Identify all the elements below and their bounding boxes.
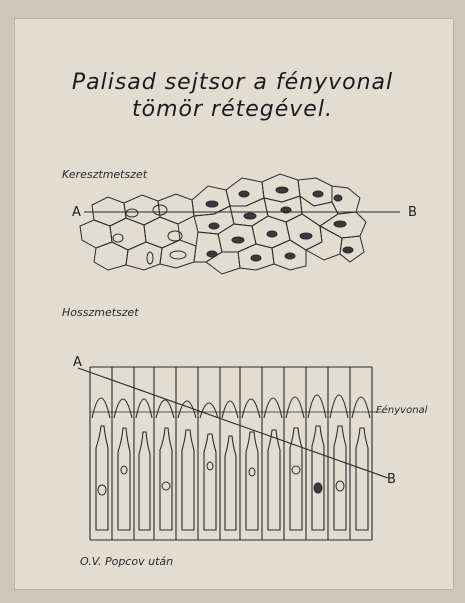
dark-nucleus	[267, 231, 277, 237]
nucleus	[292, 466, 300, 474]
dark-nucleus	[334, 221, 346, 227]
nucleus	[162, 482, 170, 490]
cell-arch	[242, 399, 260, 418]
nucleus	[121, 466, 127, 474]
nucleus	[147, 252, 153, 264]
cell	[306, 226, 342, 260]
cell-arch	[352, 397, 370, 418]
nucleus	[249, 468, 255, 476]
cell-arch	[136, 399, 152, 418]
cell-body	[96, 426, 108, 530]
cell-body	[225, 436, 236, 530]
cell-arch	[222, 401, 238, 418]
nucleus	[336, 481, 344, 491]
cell-arch	[264, 398, 282, 418]
cell	[194, 206, 234, 234]
cell	[94, 242, 128, 270]
cell-body	[160, 428, 172, 530]
cell-body	[204, 434, 216, 530]
dark-nucleus	[334, 195, 342, 201]
nucleus	[113, 234, 123, 242]
cell-body	[356, 428, 368, 530]
dark-nucleus	[232, 237, 244, 243]
nucleus	[126, 209, 138, 217]
nucleus	[98, 485, 106, 495]
cell-arch	[178, 401, 196, 418]
dark-nucleus	[343, 247, 353, 253]
longitudinal-ab-line	[78, 368, 388, 478]
nucleus	[170, 251, 186, 259]
cell-arch	[308, 395, 326, 418]
cell-arch	[156, 400, 174, 418]
cell-arch	[330, 395, 348, 418]
cell-arch	[114, 399, 132, 418]
dark-nucleus	[314, 483, 322, 493]
cell	[124, 195, 160, 225]
cell-arch	[92, 398, 110, 418]
cell-body	[182, 430, 194, 530]
cell-arch	[200, 403, 218, 418]
dark-nucleus	[300, 233, 312, 239]
dark-nucleus	[207, 251, 217, 257]
dark-nucleus	[251, 255, 261, 261]
dark-nucleus	[209, 223, 219, 229]
cell-body	[118, 428, 130, 530]
cell	[126, 242, 162, 270]
cell	[194, 232, 222, 262]
longitudinal-nuclei	[98, 462, 344, 495]
cell	[160, 240, 196, 268]
cell-arch	[286, 397, 304, 418]
cell-body	[312, 426, 324, 530]
cell-body	[334, 426, 346, 530]
dark-nucleus	[244, 213, 256, 219]
dark-nucleus	[313, 191, 323, 197]
dark-nucleus	[285, 253, 295, 259]
cross-section-nuclei	[113, 205, 186, 264]
cell-body	[139, 432, 150, 530]
cross-section-cells	[80, 174, 366, 274]
cell-body	[268, 430, 280, 530]
cell	[110, 218, 146, 250]
dark-nucleus	[206, 201, 218, 207]
dark-nucleus	[276, 187, 288, 193]
cell-body	[246, 432, 258, 530]
nucleus	[207, 462, 213, 470]
palisade-cells	[90, 367, 384, 540]
dark-nucleus	[239, 191, 249, 197]
cell	[158, 194, 194, 224]
